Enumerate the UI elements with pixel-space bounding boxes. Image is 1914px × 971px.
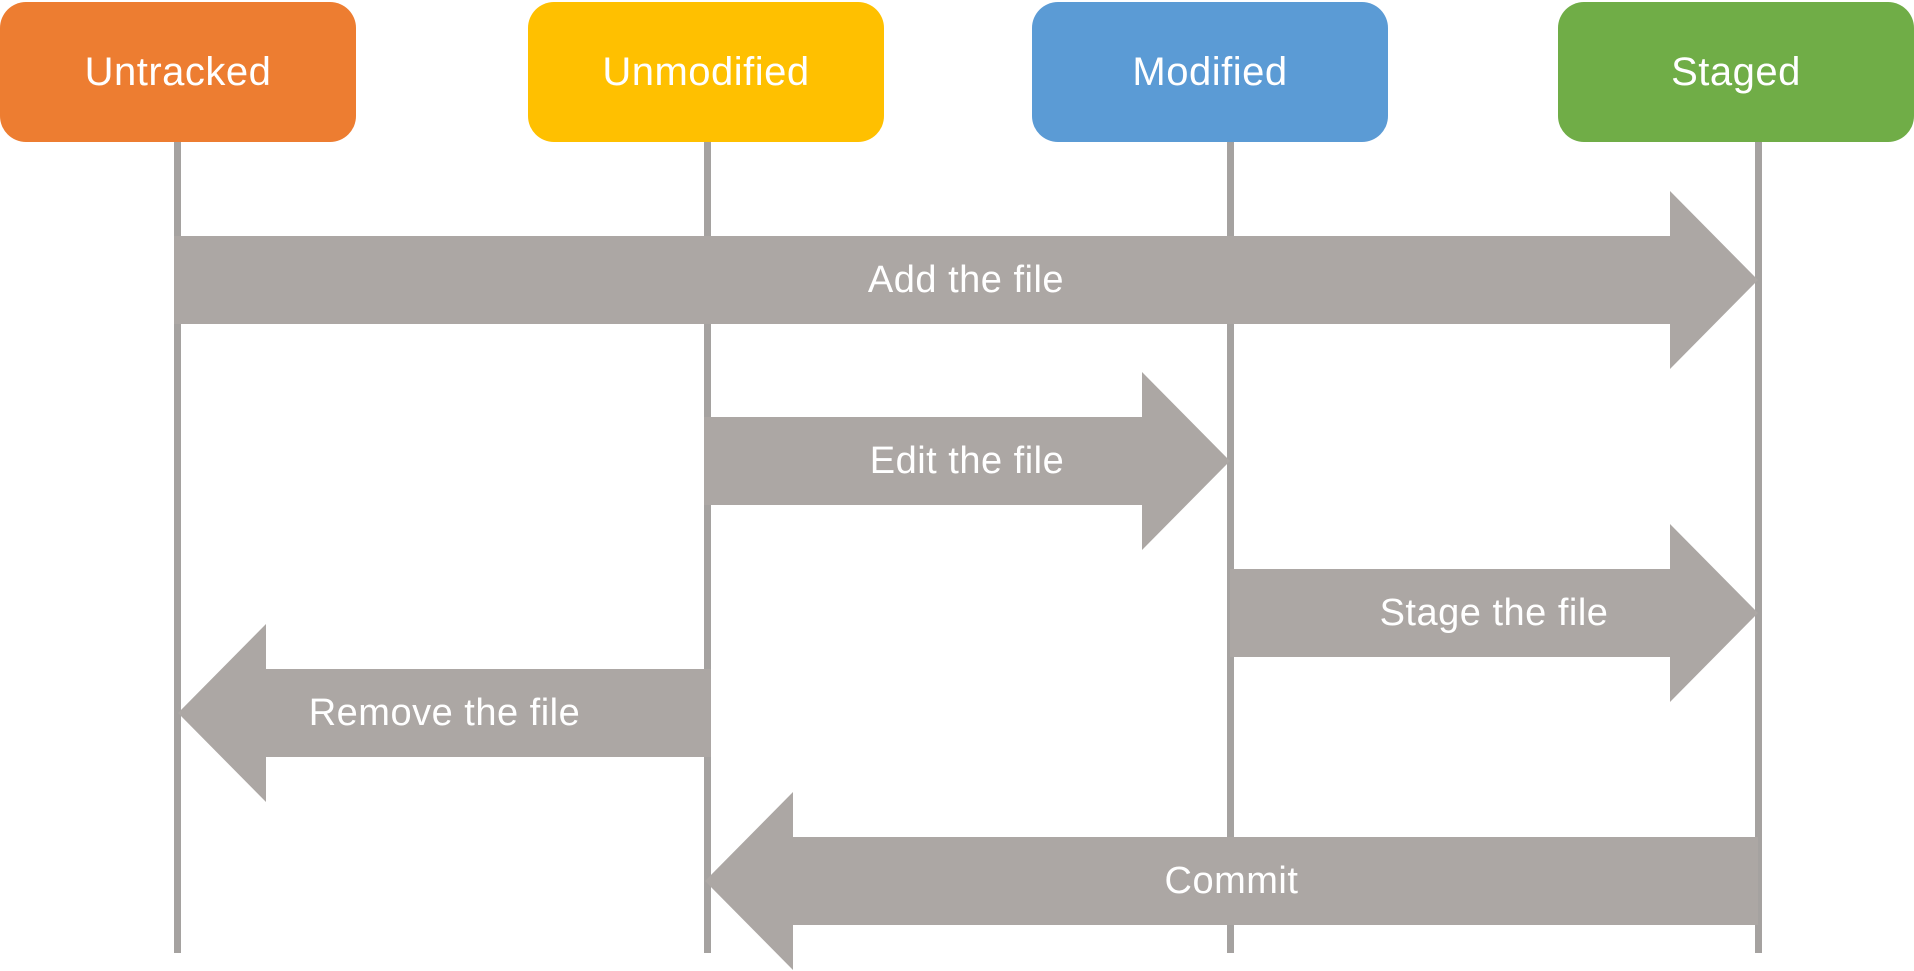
transition-arrow-remove-the-file: Remove the file bbox=[178, 624, 711, 802]
lifeline-untracked bbox=[174, 142, 181, 953]
lifeline-unmodified bbox=[704, 142, 711, 953]
transition-arrow-stage-the-file: Stage the file bbox=[1230, 524, 1758, 702]
transition-arrow-edit-the-file: Edit the file bbox=[704, 372, 1230, 550]
arrow-head-left-icon bbox=[178, 624, 266, 802]
arrow-body bbox=[265, 669, 711, 757]
state-box-unmodified: Unmodified bbox=[528, 2, 884, 142]
state-box-modified: Modified bbox=[1032, 2, 1388, 142]
arrow-body bbox=[704, 417, 1143, 505]
state-box-staged: Staged bbox=[1558, 2, 1914, 142]
arrow-head-left-icon bbox=[705, 792, 793, 970]
transition-arrow-commit: Commit bbox=[705, 792, 1758, 970]
lifeline-staged bbox=[1755, 142, 1762, 953]
arrow-body bbox=[1230, 569, 1671, 657]
arrow-head-right-icon bbox=[1142, 372, 1230, 550]
arrow-head-right-icon bbox=[1670, 524, 1758, 702]
state-box-untracked: Untracked bbox=[0, 2, 356, 142]
arrow-head-right-icon bbox=[1670, 191, 1758, 369]
lifeline-modified bbox=[1227, 142, 1234, 953]
arrow-body bbox=[792, 837, 1758, 925]
arrow-body bbox=[174, 236, 1671, 324]
transition-arrow-add-the-file: Add the file bbox=[174, 191, 1758, 369]
